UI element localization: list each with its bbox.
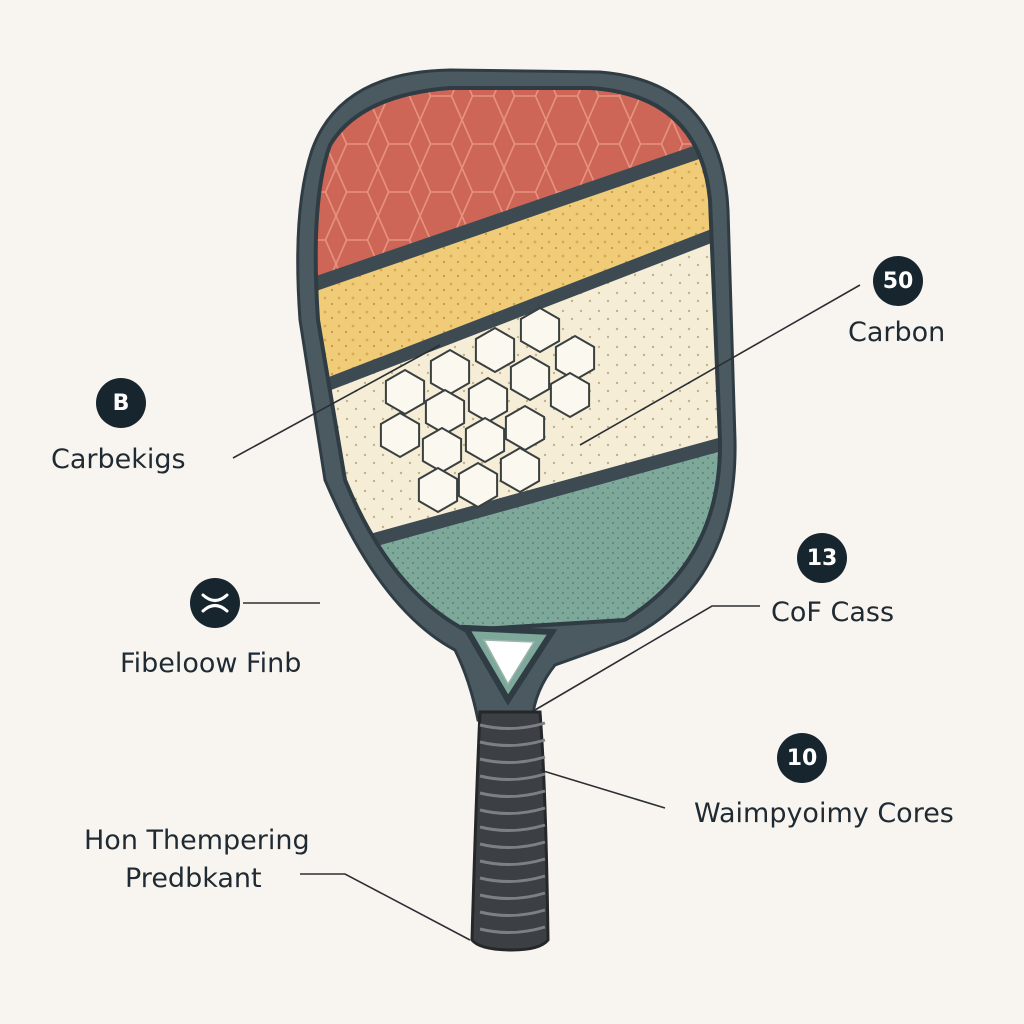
grip-wrap-line (479, 789, 546, 799)
honeycomb-cell (379, 411, 421, 459)
honeycomb-cell (519, 306, 561, 354)
grip-wrap-line (479, 874, 546, 884)
paddle-face (315, 88, 721, 630)
grip-wrap-line (479, 806, 546, 816)
honeycomb-cell (474, 326, 516, 374)
leader-carbekigs (232, 344, 441, 459)
callout-label-carbekigs: Carbekigs (51, 444, 186, 475)
callout-label-carbon: Carbon (848, 317, 946, 348)
honeycomb-core-cells (379, 306, 596, 514)
grip-wrap-line (479, 891, 546, 901)
callout-label-hon-thempering-line1: Hon Thempering (84, 825, 310, 856)
leader-carbon (579, 284, 861, 446)
grip-handle (470, 710, 550, 952)
callout-label-hon-thempering-line2: Predbkant (125, 863, 262, 894)
grip-wrap-line (479, 755, 546, 765)
leader-lines (232, 284, 861, 941)
honeycomb-cell (504, 404, 546, 452)
grip-wrap-line (479, 857, 546, 867)
honeycomb-cell (499, 446, 541, 494)
fiber-icon (190, 578, 240, 628)
grip-wrap-line (479, 772, 546, 782)
grip-wrap-line (479, 908, 546, 918)
callout-label-wampyoimy: Waimpyoimy Cores (694, 798, 954, 829)
leader-wampyoimy (539, 769, 666, 809)
honeycomb-cell (509, 354, 551, 402)
honeycomb-cell (384, 368, 426, 416)
honeycomb-cell (457, 461, 499, 509)
callout-label-cof-cass: CoF Cass (771, 597, 895, 628)
callout-badge-cof-cass: 13 (797, 533, 847, 583)
honeycomb-cell (549, 371, 591, 419)
honeycomb-cell (429, 348, 471, 396)
honeycomb-cell (467, 376, 509, 424)
grip-wrap-line (479, 840, 546, 850)
honeycomb-cell (417, 466, 459, 514)
callout-badge-carbon: 50 (873, 256, 923, 306)
leader-hon-thempering (300, 873, 471, 941)
grip-wrap-line (479, 738, 546, 748)
callout-label-fibeloow: Fibeloow Finb (120, 648, 302, 679)
honeycomb-cell (421, 426, 463, 474)
callout-badge-wampyoimy: 10 (777, 733, 827, 783)
grip-wrap-line (479, 925, 546, 935)
honeycomb-cell (464, 416, 506, 464)
grip-wrap-line (479, 721, 546, 731)
callout-badge-carbekigs: B (96, 378, 146, 428)
honeycomb-cell (424, 388, 466, 436)
honeycomb-cell (554, 334, 596, 382)
leader-cof-cass (534, 605, 760, 711)
grip-wrap-line (479, 823, 546, 833)
